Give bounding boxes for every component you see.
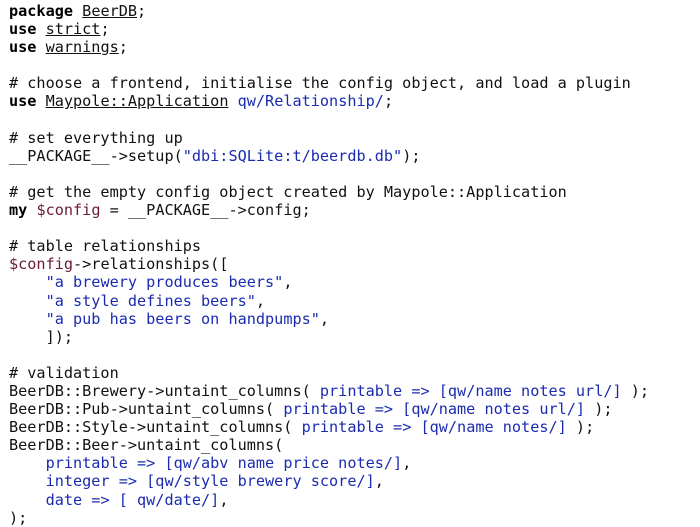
code-token: [36, 38, 45, 56]
code-token: [9, 273, 46, 291]
code-token: [9, 491, 46, 509]
code-string: printable => [qw/name notes url/]: [283, 400, 586, 419]
code-token: );: [621, 381, 650, 400]
code-token: [9, 472, 46, 490]
code-line: use strict;: [9, 20, 695, 38]
code-identifier: warnings: [45, 38, 119, 57]
code-token: BeerDB::Brewery->untaint_columns(: [9, 381, 320, 400]
code-line: [9, 346, 695, 364]
code-line: # get the empty config object created by…: [9, 183, 695, 201]
code-identifier: strict: [45, 20, 101, 39]
code-line: date => [ qw/date/],: [9, 491, 695, 509]
code-line: ]);: [9, 328, 695, 346]
code-line: );: [9, 509, 695, 527]
code-line: [9, 165, 695, 183]
code-line: "a pub has beers on handpumps",: [9, 310, 695, 328]
code-line: BeerDB::Pub->untaint_columns( printable …: [9, 400, 695, 418]
code-string: "a style defines beers": [45, 291, 256, 310]
code-token: [36, 92, 45, 110]
code-token: ,: [283, 273, 293, 292]
code-comment: # choose a frontend, initialise the conf…: [9, 74, 631, 93]
code-line: my $config = __PACKAGE__->config;: [9, 201, 695, 219]
code-line: printable => [qw/abv name price notes/],: [9, 454, 695, 472]
code-line: [9, 111, 695, 129]
code-line: $config->relationships([: [9, 255, 695, 273]
code-identifier: BeerDB: [82, 2, 138, 20]
code-line: # table relationships: [9, 237, 695, 255]
code-token: ,: [402, 454, 412, 473]
code-comment: # set everything up: [9, 128, 183, 147]
code-line: # set everything up: [9, 129, 695, 147]
code-string: printable => [qw/name notes url/]: [319, 381, 622, 400]
code-line: use Maypole::Application qw/Relationship…: [9, 92, 695, 110]
code-token: ]);: [9, 327, 74, 346]
code-keyword: use: [9, 20, 37, 39]
code-string: printable => [qw/name notes/]: [301, 418, 567, 437]
code-token: BeerDB::Pub->untaint_columns(: [9, 400, 284, 419]
code-line: BeerDB::Beer->untaint_columns(: [9, 436, 695, 454]
code-listing: package BeerDB;use strict;use warnings; …: [9, 2, 695, 527]
code-token: );: [566, 418, 595, 437]
code-token: ,: [374, 472, 384, 491]
code-token: ,: [319, 309, 330, 328]
code-token: ,: [255, 291, 266, 310]
code-line: # validation: [9, 364, 695, 382]
code-line: "a brewery produces beers",: [9, 273, 695, 291]
code-token: ;: [383, 92, 394, 111]
code-comment: # get the empty config object created by…: [9, 182, 567, 201]
code-token: __PACKAGE__->setup(: [9, 146, 183, 165]
code-line: package BeerDB;: [9, 2, 695, 20]
code-comment: # validation: [9, 363, 119, 382]
code-string: date => [ qw/date/]: [45, 490, 220, 509]
code-token: ;: [100, 20, 110, 39]
code-string: printable => [qw/abv name price notes/]: [45, 454, 403, 473]
code-token: [9, 454, 46, 472]
code-token: [9, 292, 46, 310]
code-variable: $config: [9, 255, 74, 274]
code-string: "dbi:SQLite:t/beerdb.db": [182, 146, 403, 165]
code-string: "a pub has beers on handpumps": [45, 309, 320, 328]
code-line: "a style defines beers",: [9, 292, 695, 310]
code-line: __PACKAGE__->setup("dbi:SQLite:t/beerdb.…: [9, 147, 695, 165]
code-token: ;: [137, 2, 147, 20]
code-keyword: use: [9, 38, 37, 57]
code-string: integer => [qw/style brewery score/]: [45, 472, 375, 491]
code-line: integer => [qw/style brewery score/],: [9, 472, 695, 490]
code-token: [36, 20, 45, 38]
code-line: BeerDB::Style->untaint_columns( printabl…: [9, 418, 695, 436]
code-string: "a brewery produces beers": [45, 273, 284, 292]
code-token: BeerDB::Beer->untaint_columns(: [9, 436, 284, 455]
code-token: [9, 310, 46, 328]
code-identifier: Maypole::Application: [45, 92, 229, 111]
code-line: [9, 219, 695, 237]
code-keyword: package: [9, 2, 74, 20]
code-token: ,: [219, 490, 229, 509]
code-variable: $config: [36, 201, 101, 220]
code-line: # choose a frontend, initialise the conf…: [9, 74, 695, 92]
code-line: [9, 56, 695, 74]
code-keyword: use: [9, 92, 37, 111]
code-string: qw/Relationship/: [237, 92, 384, 111]
code-line: BeerDB::Brewery->untaint_columns( printa…: [9, 382, 695, 400]
code-comment: # table relationships: [9, 237, 202, 256]
code-token: [73, 2, 82, 20]
code-token: = __PACKAGE__->config;: [100, 201, 311, 220]
code-line: use warnings;: [9, 38, 695, 56]
code-token: BeerDB::Style->untaint_columns(: [9, 418, 302, 437]
code-token: ->relationships([: [73, 255, 229, 274]
code-token: ;: [118, 38, 128, 57]
code-token: );: [9, 508, 28, 527]
code-token: );: [402, 146, 421, 165]
code-token: );: [585, 400, 613, 419]
code-keyword: my: [9, 201, 28, 220]
code-token: [228, 92, 237, 110]
